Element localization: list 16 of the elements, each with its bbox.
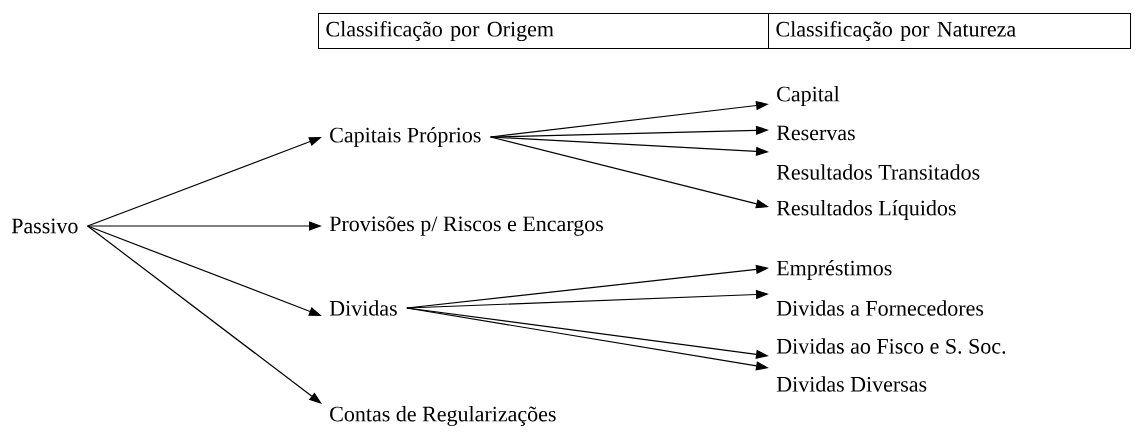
text-label: Dividas Diversas [776,376,927,392]
text-label: Capitais Próprios [330,127,481,147]
arrow [87,225,322,404]
text-label: Reservas [776,125,855,141]
text-label: Resultados Transitados [776,164,980,180]
text-label: Dividas [329,300,397,316]
text-label: Passivo [11,218,78,234]
table-cell: Classificação por Natureza [768,13,1131,49]
text-label: Dividas ao Fisco e S. Soc. [776,338,1006,354]
text-label: Contas de Regularizações [330,406,556,426]
text-label: Capital [777,86,840,106]
text-label: Dividas a Fornecedores [776,300,984,316]
table-cell: Classificação por Origem [318,13,769,49]
text-label: Empréstimos [776,260,892,280]
text-label: Provisões p/ Riscos e Encargos [329,216,603,236]
text-label: Resultados Líquidos [776,200,956,220]
